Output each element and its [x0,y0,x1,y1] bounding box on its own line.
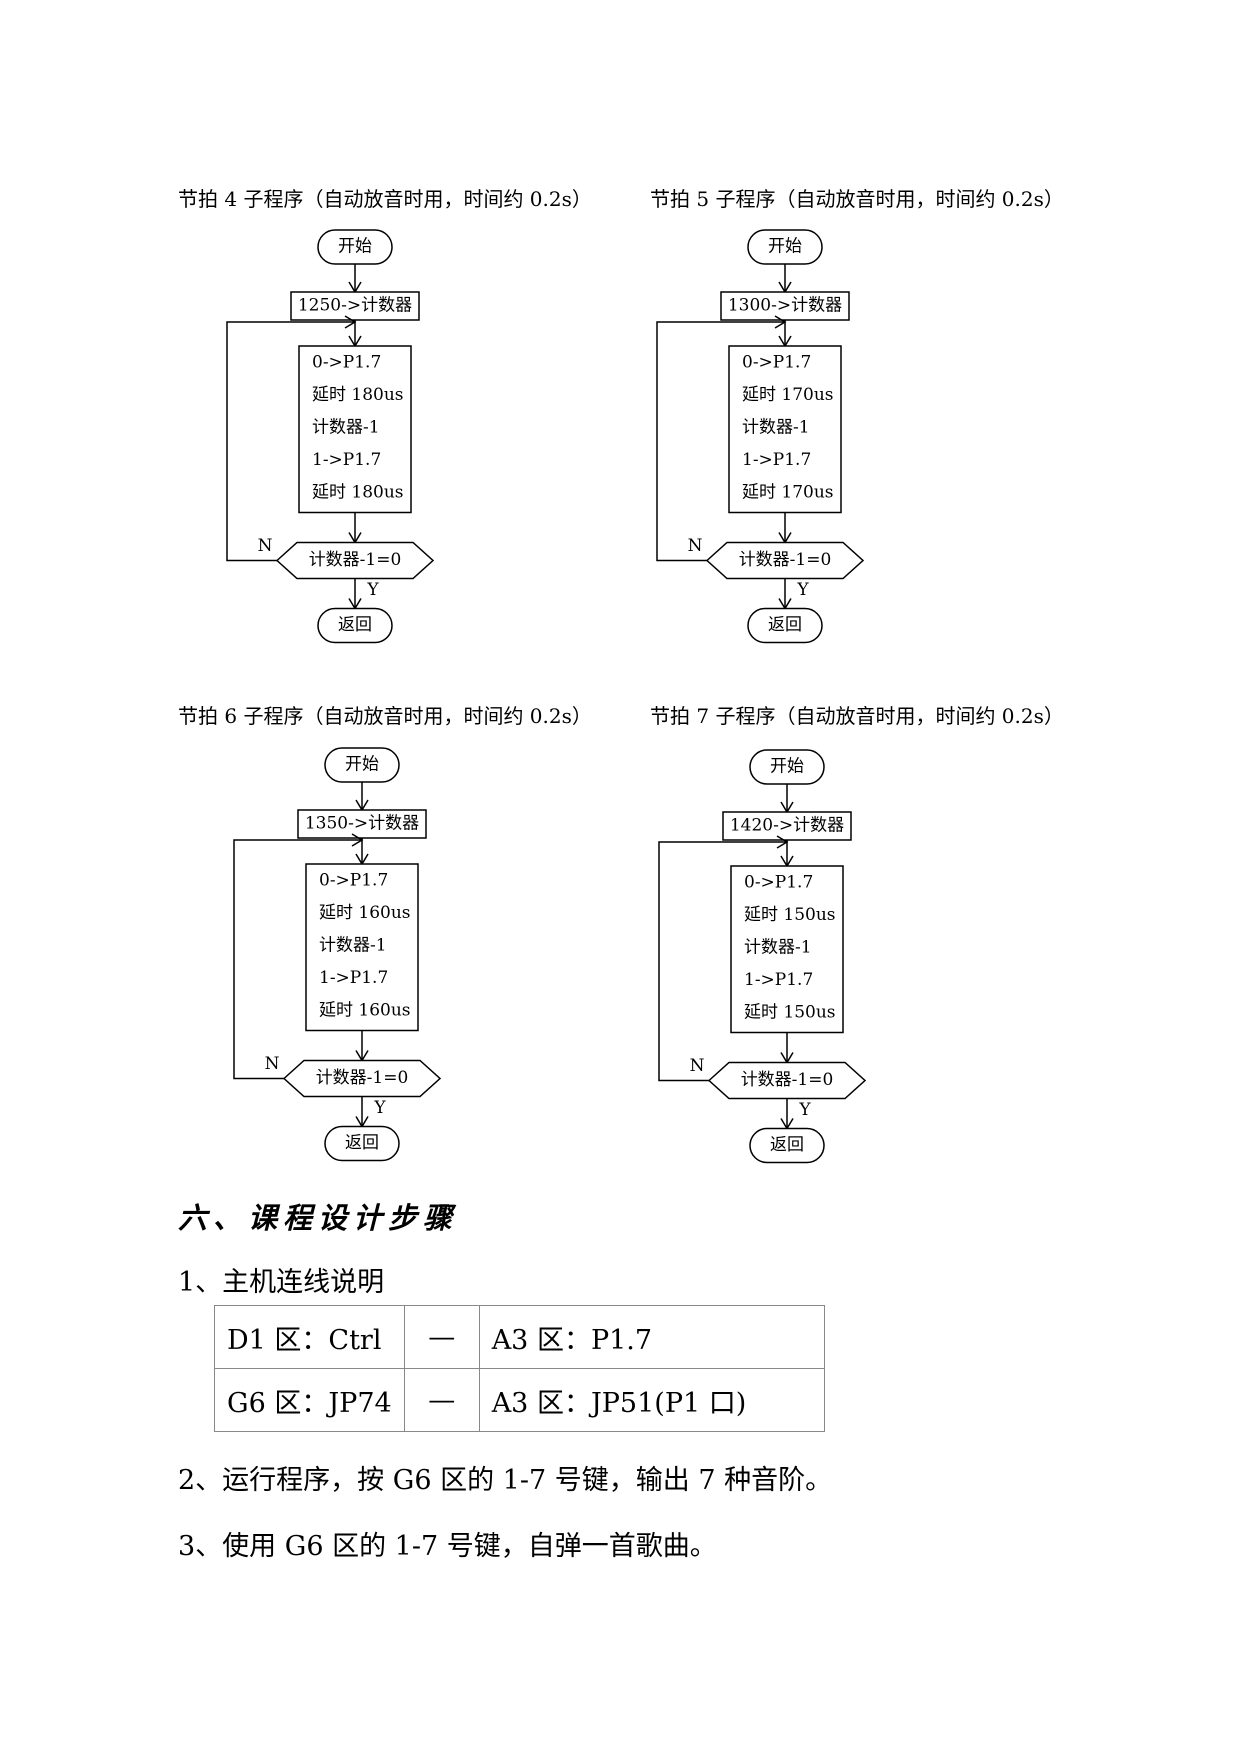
decision-hexagon [707,1061,867,1100]
end-terminator [749,1127,825,1164]
flowchart-group: 开始 1350->计数器 0->P1.7 延时 160us 计数器-1 1->P1.7 延时… [233,747,442,1162]
start-label: 开始 [770,757,804,777]
process-line: 延时 180us [312,385,404,405]
process-line: 0->P1.7 [742,353,811,373]
no-branch-label: N [258,536,273,556]
arrow-head-icon [344,315,357,329]
process-line: 延时 150us [744,1003,836,1023]
decision-label: 计数器-1=0 [316,1068,409,1088]
end-label: 返回 [770,1135,804,1155]
table-row: G6 区：JP74 — A3 区：JP51(P1 口) [214,1368,825,1432]
arrow-head-icon [351,833,364,847]
init-label: 1250->计数器 [298,296,412,316]
decision-hexagon [705,541,865,580]
loop-back-line [658,841,787,1082]
end-label: 返回 [345,1133,379,1153]
arrow-head-icon [774,315,787,329]
decision-label: 计数器-1=0 [739,550,832,570]
process-line: 计数器-1 [312,418,380,438]
step-3-text: 3、使用 G6 区的 1-7 号键，自弹一首歌曲。 [178,1531,717,1562]
end-terminator [317,607,393,644]
loop-back-line [226,321,355,562]
loop-back-line [233,839,362,1080]
process-line: 计数器-1 [319,936,387,956]
decision-hexagon [282,1059,442,1098]
decision-label: 计数器-1=0 [741,1070,834,1090]
wiring-table: D1 区：Ctrl — A3 区：P1.7 G6 区：JP74 — A3 区：J… [214,1305,825,1432]
process-line: 1->P1.7 [319,968,388,988]
no-branch-label: N [265,1054,280,1074]
no-branch-label: N [688,536,703,556]
process-line: 1->P1.7 [312,450,381,470]
table-cell: A3 区：JP51(P1 口) [478,1368,825,1432]
flowchart-title-beat5: 节拍 5 子程序（自动放音时用，时间约 0.2s） [650,187,1064,211]
init-box [297,809,427,839]
section-heading: 六、课程设计步骤 [178,1201,459,1235]
yes-branch-label: Y [798,1100,811,1120]
end-terminator [747,607,823,644]
process-line: 延时 180us [312,483,404,503]
process-line: 1->P1.7 [744,970,813,990]
process-line: 0->P1.7 [319,871,388,891]
step-1-text: 1、主机连线说明 [178,1267,385,1298]
yes-branch-label: Y [366,580,379,600]
flowchart-group: 开始 1250->计数器 0->P1.7 延时 180us 计数器-1 1->P1.7 延时… [226,229,435,644]
init-label: 1300->计数器 [728,296,842,316]
process-box [728,345,842,514]
end-label: 返回 [338,615,372,635]
decision-hexagon [275,541,435,580]
process-line: 计数器-1 [744,938,812,958]
table-cell: — [403,1305,480,1369]
flowchart-title-beat7: 节拍 7 子程序（自动放音时用，时间约 0.2s） [650,704,1064,728]
table-row: D1 区：Ctrl — A3 区：P1.7 [214,1305,825,1369]
process-line: 0->P1.7 [744,873,813,893]
process-box [305,863,419,1032]
table-cell: A3 区：P1.7 [478,1305,825,1369]
process-line: 0->P1.7 [312,353,381,373]
init-box [720,291,850,321]
process-line: 延时 150us [744,905,836,925]
process-line: 1->P1.7 [742,450,811,470]
process-box [298,345,412,514]
start-label: 开始 [338,237,372,257]
arrow-head-icon [776,835,789,849]
end-terminator [324,1125,400,1162]
loop-back-line [656,321,785,562]
flowchart-group: 开始 1300->计数器 0->P1.7 延时 170us 计数器-1 1->P1.7 延时… [656,229,865,644]
no-branch-label: N [690,1056,705,1076]
step-2-text: 2、运行程序，按 G6 区的 1-7 号键，输出 7 种音阶。 [178,1465,833,1496]
table-cell: D1 区：Ctrl [214,1305,405,1369]
process-line: 延时 160us [319,1001,411,1021]
decision-label: 计数器-1=0 [309,550,402,570]
end-label: 返回 [768,615,802,635]
process-line: 计数器-1 [742,418,810,438]
init-label: 1420->计数器 [730,816,844,836]
yes-branch-label: Y [373,1098,386,1118]
start-label: 开始 [768,237,802,257]
flowchart-title-beat6: 节拍 6 子程序（自动放音时用，时间约 0.2s） [178,704,592,728]
process-box [730,865,844,1034]
yes-branch-label: Y [796,580,809,600]
table-cell: G6 区：JP74 [214,1368,405,1432]
table-cell: — [403,1368,480,1432]
init-label: 1350->计数器 [305,814,419,834]
flowchart-title-beat4: 节拍 4 子程序（自动放音时用，时间约 0.2s） [178,187,592,211]
flowchart-group: 开始 1420->计数器 0->P1.7 延时 150us 计数器-1 1->P1.7 延时… [658,749,867,1164]
process-line: 延时 170us [742,385,834,405]
process-line: 延时 160us [319,903,411,923]
start-label: 开始 [345,755,379,775]
process-line: 延时 170us [742,483,834,503]
